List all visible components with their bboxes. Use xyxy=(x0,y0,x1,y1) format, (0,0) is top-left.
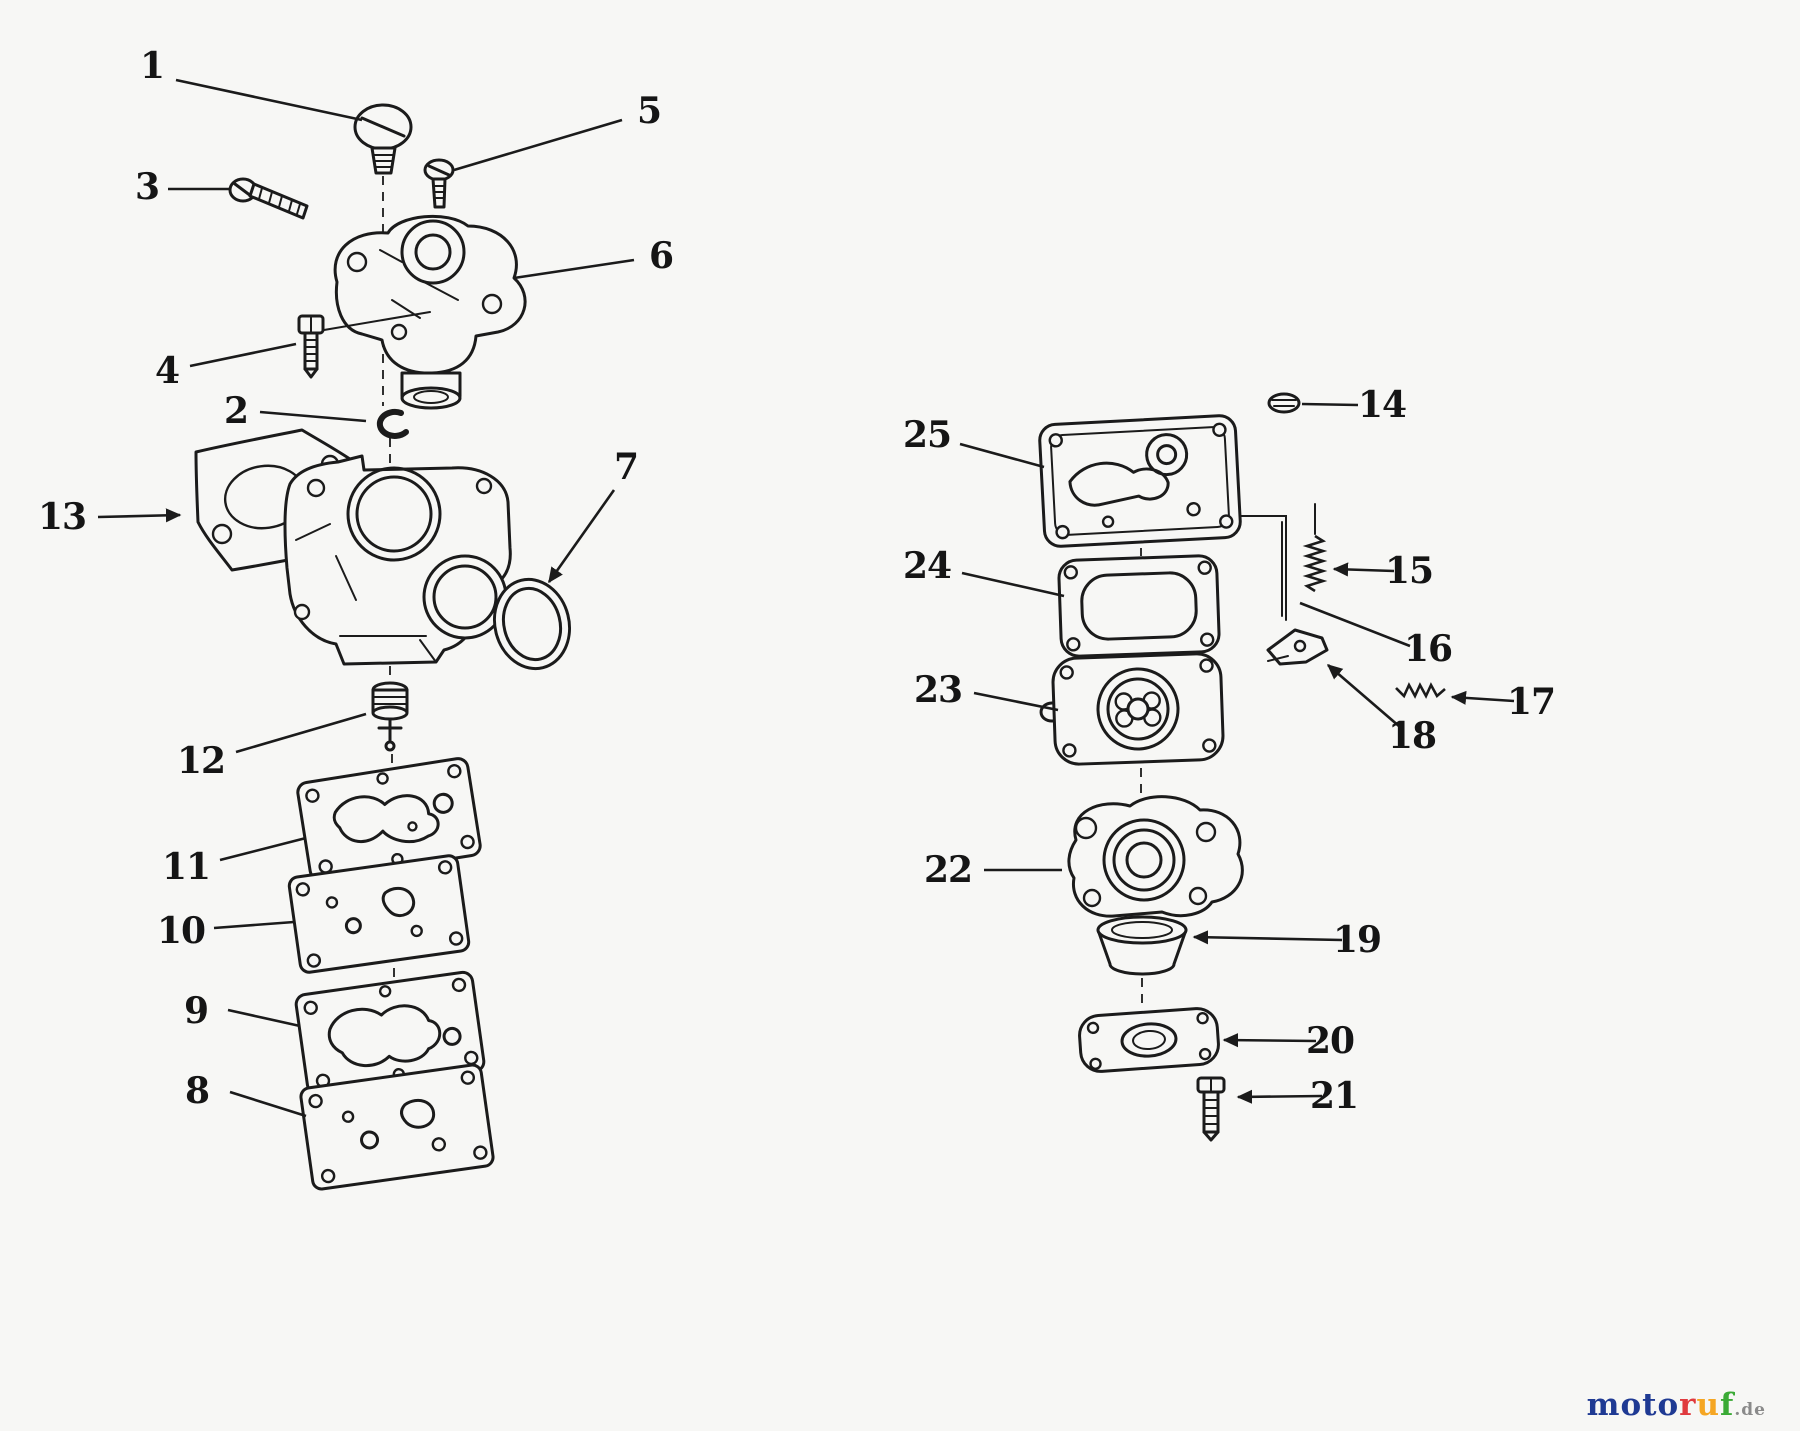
callout-label-12: 12 xyxy=(176,740,226,782)
leader-14 xyxy=(1301,402,1359,407)
part-6-carburetor-top-cover xyxy=(323,214,527,410)
leader-13 xyxy=(97,508,182,523)
leader-11 xyxy=(219,836,307,862)
callout-label-2: 2 xyxy=(223,390,249,432)
leader-24 xyxy=(961,571,1065,598)
part-5-screw xyxy=(423,158,455,209)
callout-label-24: 24 xyxy=(902,545,952,587)
part-4-bolt xyxy=(297,314,325,379)
part-9-gasket xyxy=(294,970,486,1096)
callout-label-22: 22 xyxy=(923,849,973,891)
leader-19 xyxy=(1192,930,1343,945)
part-14-welch-plug xyxy=(1267,392,1301,414)
leader-16 xyxy=(1299,601,1411,648)
part-11-pump-gasket xyxy=(296,757,482,881)
brand-letter: r xyxy=(1679,1387,1697,1423)
brand-suffix: .de xyxy=(1734,1400,1766,1420)
callout-label-9: 9 xyxy=(183,990,209,1032)
leader-4 xyxy=(189,342,297,368)
leader-6 xyxy=(513,258,635,280)
callout-label-7: 7 xyxy=(613,446,639,488)
brand-letter: m xyxy=(1586,1387,1621,1423)
leader-20 xyxy=(1222,1033,1317,1048)
part-8-diaphragm xyxy=(299,1063,495,1191)
callout-label-4: 4 xyxy=(154,350,180,392)
leader-7 xyxy=(547,489,616,584)
callout-label-16: 16 xyxy=(1403,628,1453,670)
callout-label-18: 18 xyxy=(1387,715,1437,757)
leader-1 xyxy=(175,78,363,122)
part-17-spring xyxy=(1395,682,1446,699)
callout-label-8: 8 xyxy=(184,1070,210,1112)
callout-label-1: 1 xyxy=(139,45,165,87)
callout-label-19: 19 xyxy=(1332,919,1382,961)
part-10-pump-diaphragm xyxy=(287,854,471,974)
leader-18 xyxy=(1326,664,1401,728)
callout-label-17: 17 xyxy=(1506,681,1556,723)
callout-label-21: 21 xyxy=(1309,1075,1359,1117)
brand-letter: o xyxy=(1620,1387,1643,1423)
brand-letter: t xyxy=(1642,1387,1658,1423)
callout-label-6: 6 xyxy=(648,235,674,277)
leader-8 xyxy=(229,1090,307,1118)
part-16-pivot-pin xyxy=(1239,515,1287,621)
carburetor-main-body xyxy=(283,454,512,666)
part-1-adjustment-screw xyxy=(353,103,413,175)
callout-label-20: 20 xyxy=(1305,1020,1355,1062)
part-18-metering-lever xyxy=(1266,628,1329,666)
callout-label-10: 10 xyxy=(156,910,206,952)
leader-15 xyxy=(1332,562,1395,577)
callout-label-15: 15 xyxy=(1384,550,1434,592)
callout-label-5: 5 xyxy=(636,90,662,132)
part-20-cover-plate xyxy=(1078,1007,1220,1073)
part-15-spring xyxy=(1302,503,1328,593)
part-12-inlet-needle-valve xyxy=(371,681,409,752)
leader-25 xyxy=(959,442,1045,469)
leader-12 xyxy=(235,712,367,754)
callout-label-11: 11 xyxy=(161,846,211,888)
part-25-pump-cover xyxy=(1038,414,1242,548)
leader-21 xyxy=(1236,1089,1323,1104)
callout-label-3: 3 xyxy=(134,166,160,208)
part-24-metering-gasket xyxy=(1057,554,1221,658)
part-2-retaining-clip xyxy=(376,408,409,439)
part-7-o-ring xyxy=(492,577,572,671)
leader-10 xyxy=(213,920,295,930)
brand-letter: u xyxy=(1696,1387,1721,1423)
leader-17 xyxy=(1450,690,1515,705)
part-23-metering-diaphragm xyxy=(1039,652,1225,766)
brand-letter: o xyxy=(1657,1387,1680,1423)
leader-lines xyxy=(97,78,1515,1118)
callout-label-25: 25 xyxy=(902,414,952,456)
part-19-fuel-screen-cup xyxy=(1096,915,1188,976)
leader-23 xyxy=(973,691,1059,712)
callout-label-23: 23 xyxy=(913,669,963,711)
part-3-screw xyxy=(228,177,309,220)
brand-letter: f xyxy=(1720,1387,1735,1423)
leader-2 xyxy=(259,410,367,423)
leader-5 xyxy=(453,118,623,172)
part-21-screw xyxy=(1196,1076,1226,1142)
part-22-carburetor-body xyxy=(1067,795,1244,918)
callout-label-14: 14 xyxy=(1357,384,1407,426)
brand-watermark: motoruf.de xyxy=(1587,1387,1766,1423)
leader-9 xyxy=(227,1008,301,1028)
callout-label-13: 13 xyxy=(37,496,87,538)
